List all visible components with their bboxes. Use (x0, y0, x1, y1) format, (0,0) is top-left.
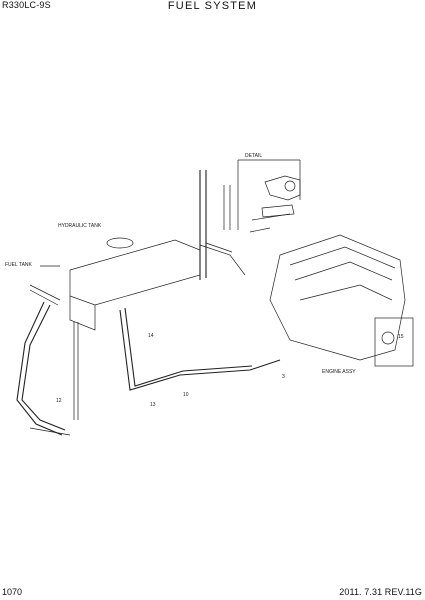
callout-10: 10 (183, 392, 189, 398)
fuel-lines (29, 170, 281, 391)
fuel-tank-label: FUEL TANK (5, 262, 33, 268)
revision-date: 2011. 7.31 REV.11G (339, 587, 422, 597)
callout-15: 15 (398, 334, 404, 340)
callout-13: 13 (150, 402, 156, 408)
detail-inset: DETAIL (237, 153, 301, 233)
model-code: R330LC-9S (2, 0, 51, 10)
callout-3: 3 (282, 374, 285, 380)
page-number: 1070 (2, 587, 23, 597)
fuel-return-pipe (16, 301, 79, 436)
callout-numbers: 12 13 14 10 3 15 (56, 333, 404, 408)
fuel-tank: HYDRAULIC TANK FUEL TANK (5, 223, 201, 331)
engine-assembly: ENGINE ASSY (269, 234, 414, 375)
hydraulic-tank-label: HYDRAULIC TANK (58, 223, 102, 229)
engine-assy-label: ENGINE ASSY (322, 369, 356, 375)
page-title: FUEL SYSTEM (167, 0, 258, 12)
callout-14: 14 (148, 333, 154, 339)
detail-label: DETAIL (245, 153, 262, 159)
fuel-system-diagram: DETAIL HYDRAULIC TANK FUEL TANK E (5, 153, 414, 436)
callout-12: 12 (56, 398, 62, 404)
